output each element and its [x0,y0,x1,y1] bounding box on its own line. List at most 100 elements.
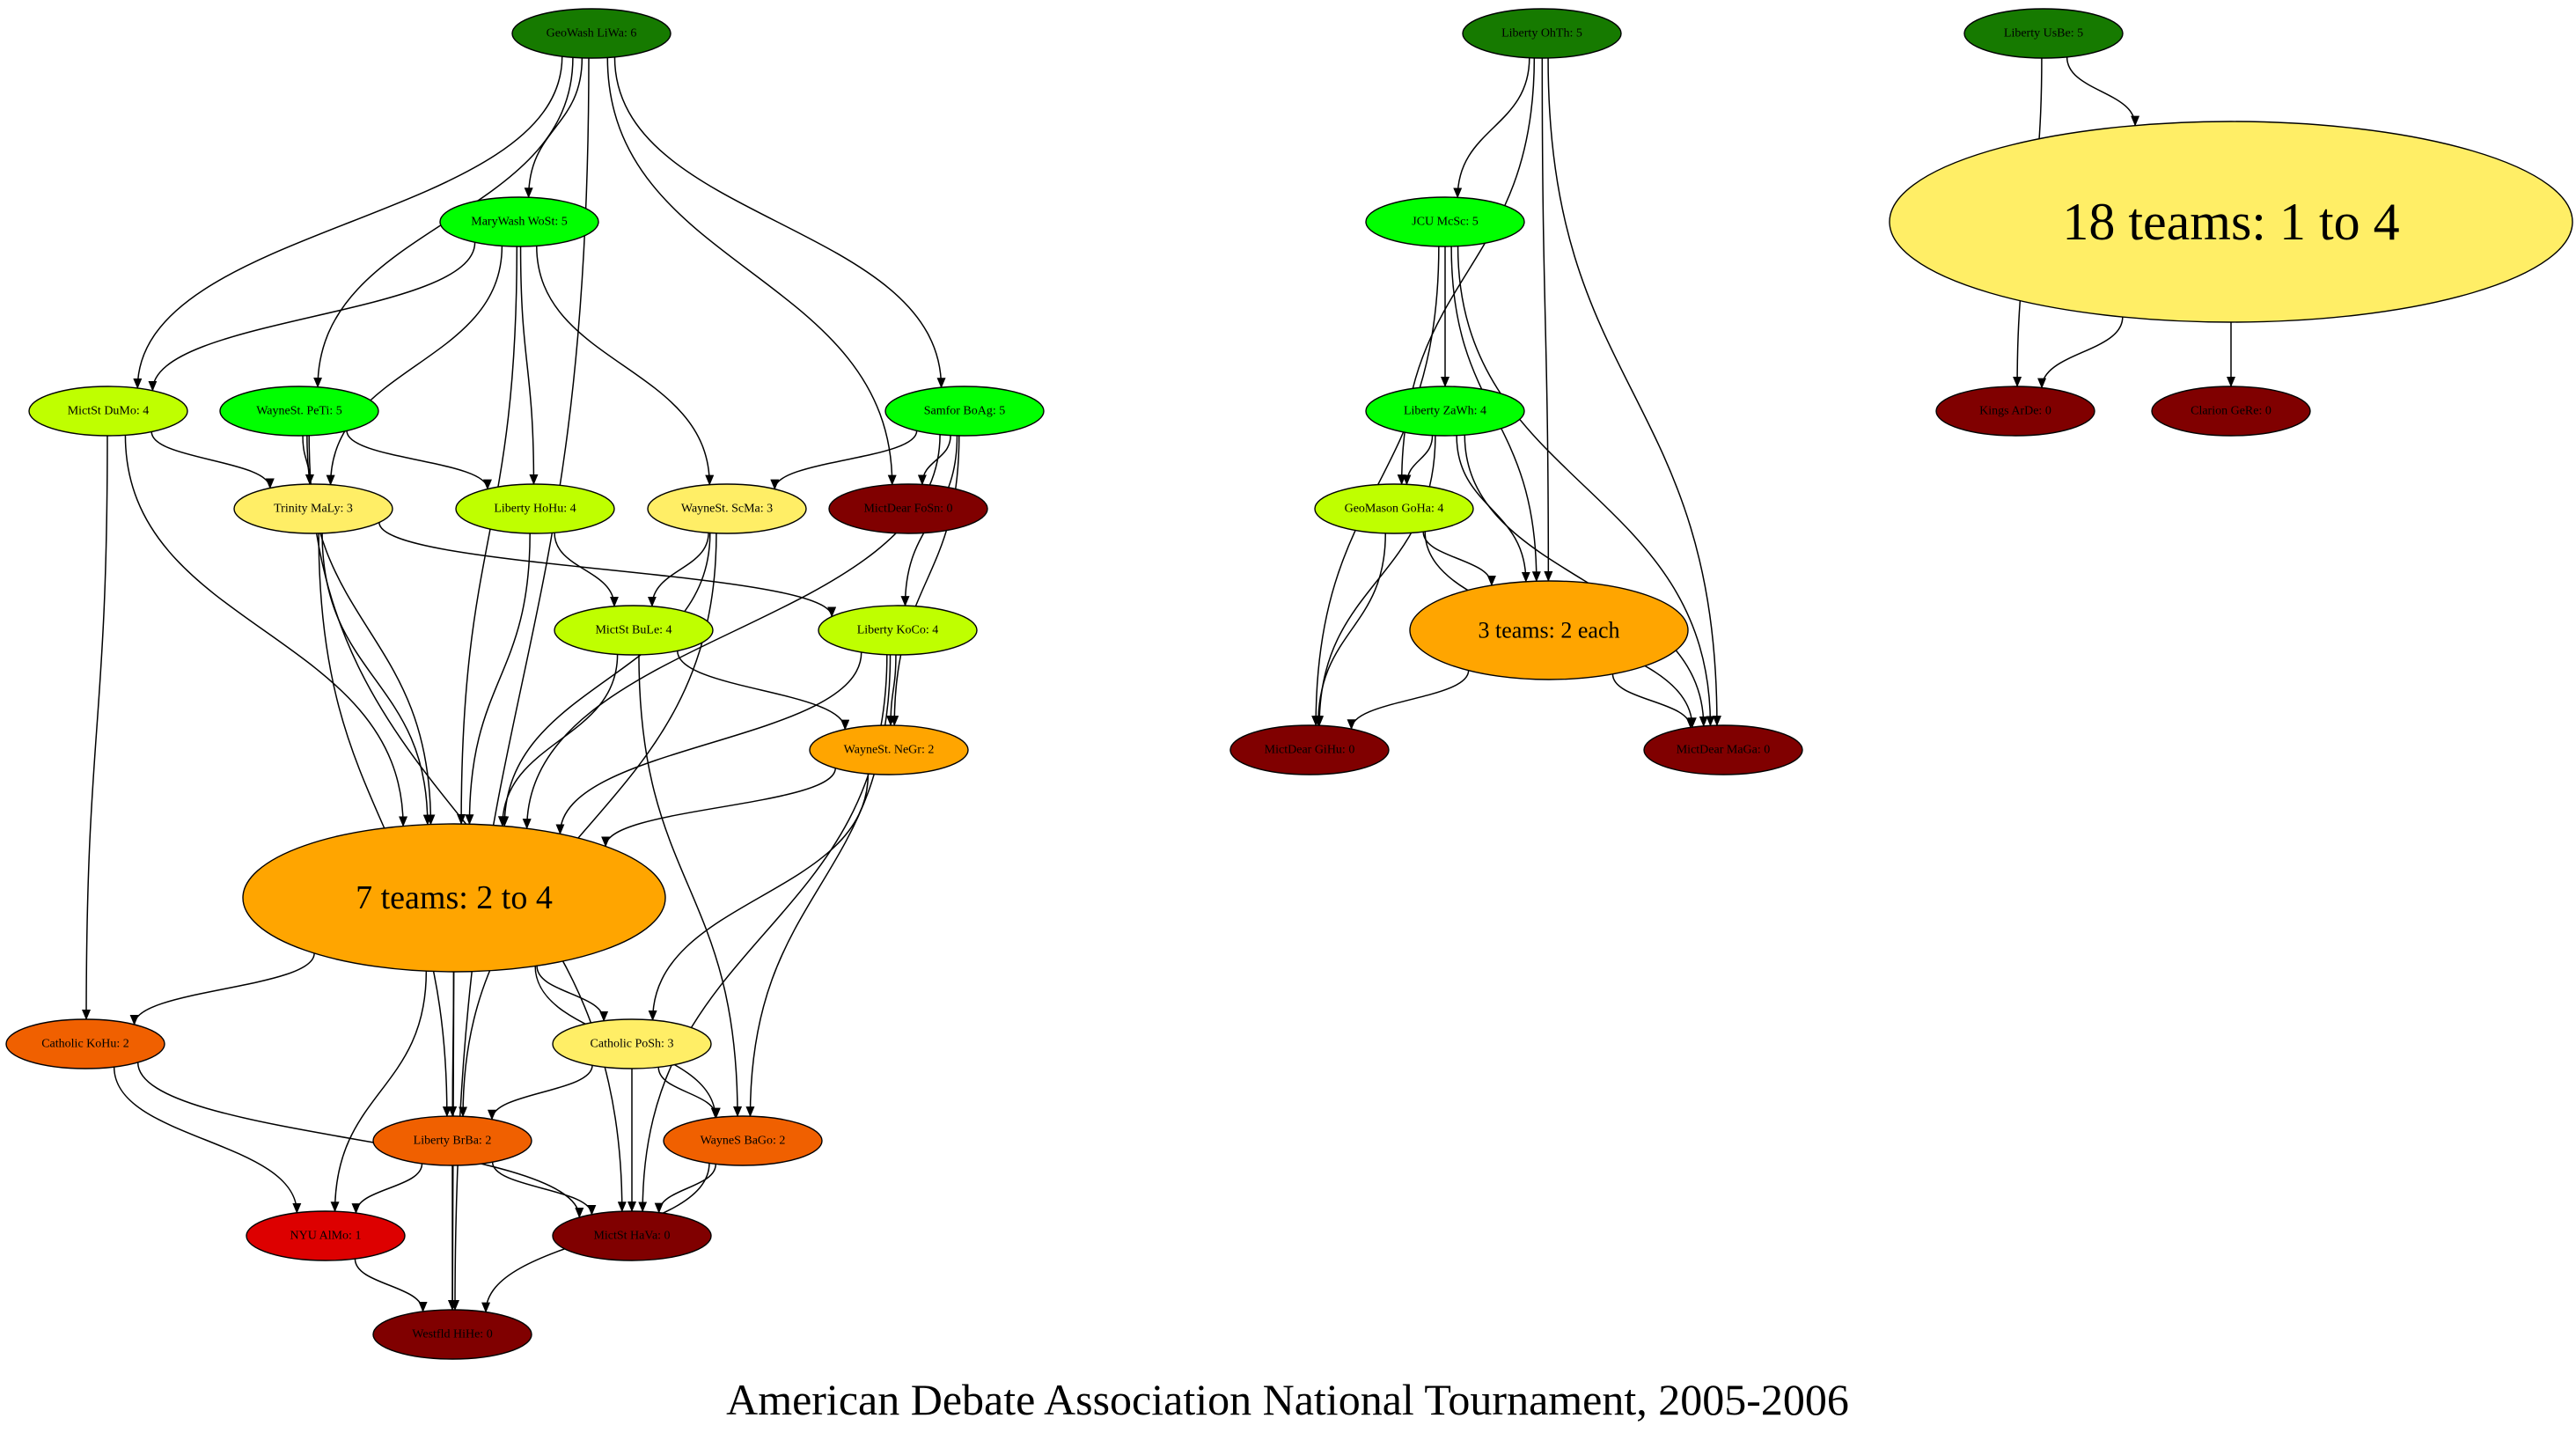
node-shape-mictdear_fosn [828,483,988,534]
node-marywash: MaryWash WoSt: 5 [439,196,599,247]
node-waynest_negr: WayneSt. NeGr: 2 [809,724,969,775]
node-label-waynest_peti: WayneSt. PeTi: 5 [256,405,342,418]
node-shape-marywash [439,196,599,247]
node-seven_teams: 7 teams: 2 to 4 [242,823,666,973]
edge-geowash-to-marywash [524,57,583,199]
node-shape-mictdear_maga [1643,724,1803,775]
edge-mictst_bule-to-seven_teams [497,654,619,827]
node-shape-samfor [884,386,1045,437]
node-geowash: GeoWash LiWa: 6 [511,8,672,59]
edge-geomason-to-mictdear_gihu [1313,533,1386,727]
node-samfor: Samfor BoAg: 5 [884,386,1045,437]
node-label-waynest_scma: WayneSt. ScMa: 3 [681,503,773,516]
edge-liberty_brba-to-mictst_hava [491,1162,597,1216]
node-waynest_scma: WayneSt. ScMa: 3 [647,483,807,534]
edge-eighteen_teams-to-kings [2037,317,2124,389]
node-label-geowash: GeoWash LiWa: 6 [547,27,637,40]
edge-liberty_zawh-to-mictdear_gihu [1315,435,1436,727]
node-mictst_bule: MictSt BuLe: 4 [554,605,714,656]
node-shape-mictdear_gihu [1229,724,1390,775]
edge-geowash-to-westfld [450,57,590,1312]
node-three_teams: 3 teams: 2 each [1409,580,1689,680]
node-label-kings: Kings ArDe: 0 [1979,405,2051,418]
edge-marywash-to-liberty_hohu [519,246,539,486]
edge-marywash-to-waynest_scma [536,246,715,486]
node-label-eighteen_teams: 18 teams: 1 to 4 [2062,193,2399,251]
node-geomason: GeoMason GoHa: 4 [1314,483,1474,534]
node-shape-jcu [1365,196,1525,247]
edge-three_teams-to-mictdear_gihu [1347,670,1470,731]
edge-seven_teams-to-catholic_kohu [129,952,315,1025]
edge-liberty_ohth-to-mictdear_maga [1547,57,1721,727]
node-label-mictst_bule: MictSt BuLe: 4 [595,624,672,637]
edge-marywash-to-mictst_dumo [148,242,476,392]
edge-jcu-to-mictdear_maga [1457,246,1715,727]
node-shape-clarion [2151,386,2311,437]
edge-liberty_hohu-to-mictst_bule [554,533,619,607]
node-label-mictdear_gihu: MictDear GiHu: 0 [1265,744,1355,757]
node-nyu: NYU AlMo: 1 [246,1210,406,1261]
edge-samfor-to-mictdear_fosn [917,435,951,486]
edge-geowash-to-mictdear_fosn [606,57,897,486]
node-label-clarion: Clarion GeRe: 0 [2191,405,2271,418]
graph-title: American Debate Association National Tou… [726,1375,1849,1424]
edge-liberty_zawh-to-geomason [1402,435,1434,486]
node-label-nyu: NYU AlMo: 1 [290,1230,362,1243]
edge-waynest_peti-to-liberty_hohu [346,430,492,490]
node-kings: Kings ArDe: 0 [1935,386,2095,437]
edge-liberty_brba-to-nyu [351,1163,423,1215]
node-liberty_usbe: Liberty UsBe: 5 [1963,8,2124,59]
node-shape-catholic_kohu [5,1018,165,1069]
node-label-westfld: Westfld HiHe: 0 [412,1328,492,1341]
node-shape-kings [1935,386,2095,437]
edge-marywash-to-trinity [326,246,503,486]
edge-mictst_bule-to-waynes_bago [638,654,743,1118]
edge-three_teams-to-mictdear_maga [1611,673,1695,729]
node-clarion: Clarion GeRe: 0 [2151,386,2311,437]
edge-waynest_scma-to-mictst_bule [647,533,709,607]
node-trinity: Trinity MaLy: 3 [233,483,393,534]
node-shape-waynest_peti [219,386,379,437]
node-shape-waynest_scma [647,483,807,534]
node-shape-nyu [246,1210,406,1261]
node-shape-seven_teams [242,823,666,973]
node-shape-liberty_koco [818,605,978,656]
node-label-seven_teams: 7 teams: 2 to 4 [356,879,553,916]
node-liberty_zawh: Liberty ZaWh: 4 [1365,386,1525,437]
node-liberty_brba: Liberty BrBa: 2 [372,1115,532,1166]
node-westfld: Westfld HiHe: 0 [372,1309,532,1360]
node-shape-liberty_brba [372,1115,532,1166]
edge-mictst_dumo-to-seven_teams [124,435,408,827]
edge-geowash-to-mictst_dumo [133,56,563,389]
node-label-liberty_hohu: Liberty HoHu: 4 [494,503,576,516]
node-label-waynes_bago: WayneS BaGo: 2 [701,1135,786,1148]
edge-liberty_ohth-to-jcu [1453,57,1530,199]
node-mictdear_fosn: MictDear FoSn: 0 [828,483,988,534]
node-shape-geomason [1314,483,1474,534]
nodes-layer: GeoWash LiWa: 6 MaryWash WoSt: 5 MictSt Du… [5,8,2573,1360]
edge-waynes_bago-to-mictst_hava [654,1164,717,1214]
edge-trinity-to-liberty_brba [318,533,451,1118]
edge-catholic_posh-to-liberty_brba [488,1065,593,1121]
node-shape-geowash [511,8,672,59]
edge-liberty_usbe-to-eighteen_teams [2066,56,2140,127]
node-label-trinity: Trinity MaLy: 3 [274,503,353,516]
node-shape-eighteen_teams [1889,121,2573,323]
node-waynes_bago: WayneS BaGo: 2 [663,1115,823,1166]
node-shape-catholic_posh [552,1018,712,1069]
node-label-liberty_usbe: Liberty UsBe: 5 [2004,27,2083,40]
node-liberty_koco: Liberty KoCo: 4 [818,605,978,656]
node-label-geomason: GeoMason GoHa: 4 [1345,503,1444,516]
node-catholic_kohu: Catholic KoHu: 2 [5,1018,165,1069]
node-catholic_posh: Catholic PoSh: 3 [552,1018,712,1069]
edge-liberty_zawh-to-mictdear_maga [1464,435,1708,727]
edge-liberty_koco-to-waynest_negr [886,654,897,727]
node-mictdear_maga: MictDear MaGa: 0 [1643,724,1803,775]
node-liberty_ohth: Liberty OhTh: 5 [1462,8,1622,59]
node-label-catholic_posh: Catholic PoSh: 3 [591,1038,674,1051]
node-shape-westfld [372,1309,532,1360]
edge-catholic_kohu-to-mictst_hava [136,1062,584,1219]
node-mictst_dumo: MictSt DuMo: 4 [28,386,188,437]
node-shape-mictst_dumo [28,386,188,437]
